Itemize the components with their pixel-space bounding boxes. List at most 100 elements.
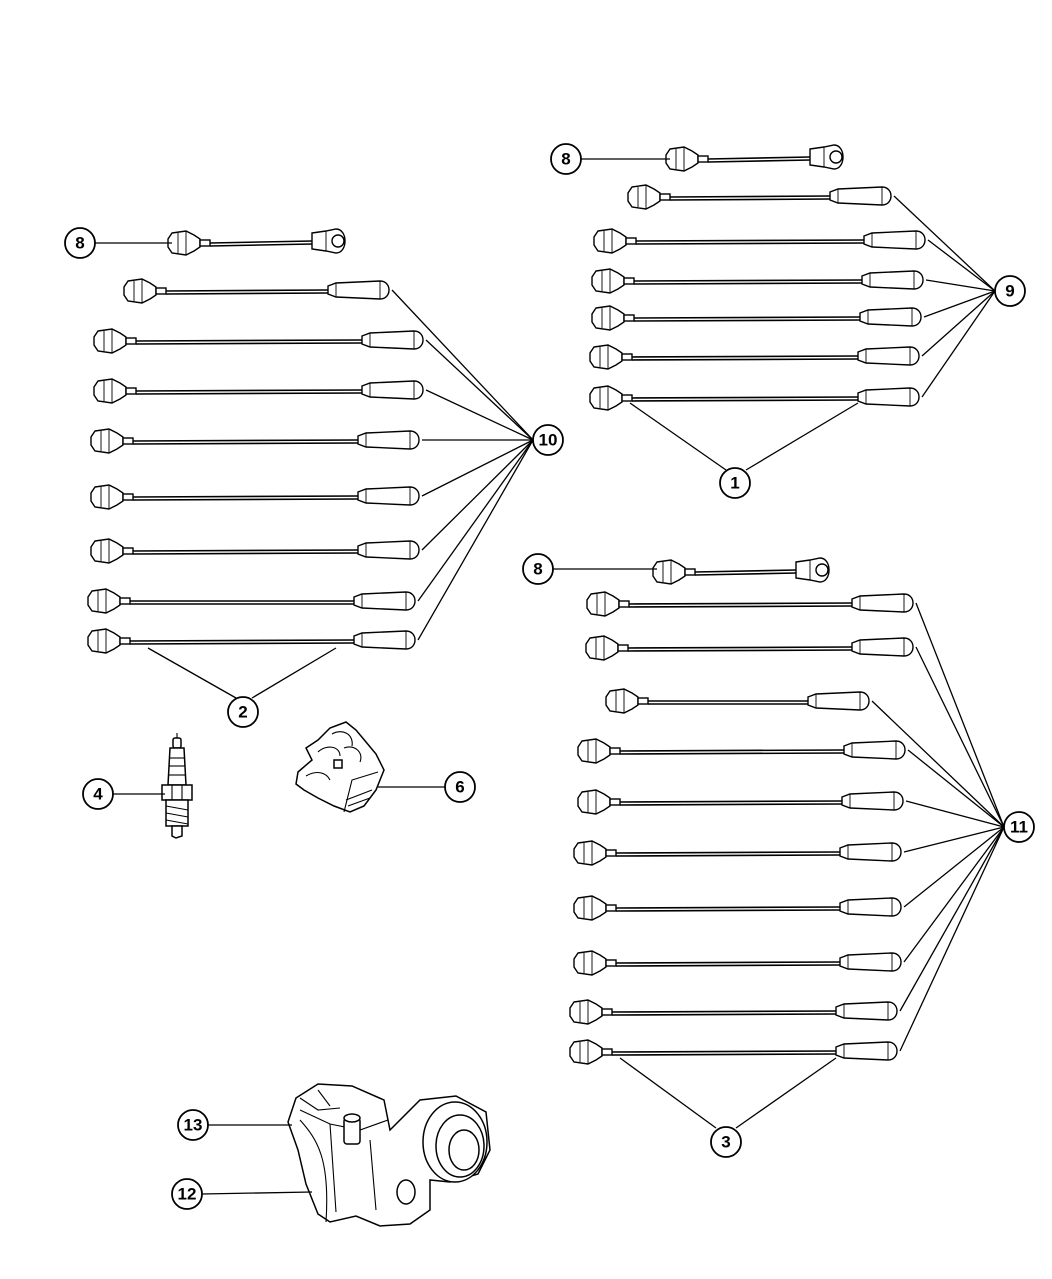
boot-distributor-end	[577, 738, 611, 764]
boot-distributor-end	[586, 591, 620, 617]
spark-plug-wire	[90, 484, 420, 510]
leader-line	[899, 826, 1005, 1012]
leader-line	[417, 439, 534, 641]
leader-line	[907, 749, 1005, 828]
boot-distributor-end	[573, 950, 607, 976]
spark-plug-wire	[573, 840, 902, 866]
callout-1: 1	[719, 467, 751, 499]
spark-plug-wire	[585, 635, 914, 661]
wire-separator-clip-icon	[295, 721, 385, 813]
ignition-coil-icon	[287, 1083, 491, 1227]
spark-plug-wire	[591, 268, 924, 294]
leader-line	[915, 602, 1005, 828]
boot-distributor-end	[87, 628, 121, 654]
boot-distributor-end	[573, 895, 607, 921]
callout-4: 4	[82, 778, 165, 810]
spark-plug-wire	[591, 305, 922, 331]
callout-11: 11	[1003, 811, 1035, 843]
leader-line	[921, 290, 996, 357]
boot-distributor-end	[569, 999, 603, 1025]
callout-10-label: 10	[539, 431, 558, 450]
spark-plug-wire	[90, 538, 420, 564]
callout-1-label: 1	[730, 474, 739, 493]
callout-2-label: 2	[238, 703, 247, 722]
coil-wire	[167, 228, 346, 256]
leader-line	[893, 195, 996, 292]
boot-distributor-end	[569, 1039, 603, 1065]
leader-line	[147, 647, 237, 699]
boot-distributor-end	[90, 428, 124, 454]
boot-distributor-end	[591, 268, 625, 294]
coil-wire	[665, 144, 844, 172]
spark-plug-wire	[605, 688, 870, 714]
leader-line	[735, 1057, 837, 1129]
callout-13-label: 13	[184, 1116, 203, 1135]
callout-8-left: 8	[64, 227, 172, 259]
spark-plug-wire	[589, 344, 920, 370]
spark-plug-wire	[586, 591, 914, 617]
leader-line	[391, 289, 534, 441]
boot-distributor-end	[90, 538, 124, 564]
leader-line	[629, 402, 727, 471]
leader-line	[745, 402, 859, 471]
boot-distributor-end	[90, 484, 124, 510]
callout-8-lower-right: 8	[522, 553, 657, 585]
leader-line	[871, 700, 1005, 828]
callout-8-lower-right-label: 8	[533, 560, 542, 579]
wire-set-left	[87, 228, 424, 654]
spark-plug-wire	[93, 378, 424, 404]
boot-distributor-end	[93, 328, 127, 354]
boot-distributor-end	[589, 344, 623, 370]
leader-line	[425, 389, 534, 441]
callout-9: 9	[994, 275, 1026, 307]
leader-line	[619, 1057, 717, 1129]
leader-line	[923, 290, 996, 318]
spark-plug-wire	[577, 789, 904, 815]
boot-distributor-end	[591, 305, 625, 331]
callout-2: 2	[227, 696, 259, 728]
spark-plug-wire	[87, 628, 416, 654]
spark-plug-wire	[569, 1039, 898, 1065]
leader-line	[421, 439, 534, 551]
spark-plug-wire	[589, 385, 920, 411]
callout-13: 13	[177, 1109, 292, 1141]
callout-10: 10	[532, 424, 564, 456]
leader-line	[903, 826, 1005, 963]
leader-line	[903, 826, 1005, 853]
callout-12-label: 12	[178, 1185, 197, 1204]
boot-distributor-end	[93, 378, 127, 404]
spark-plug-wire	[627, 184, 892, 210]
spark-plug-wire	[573, 895, 902, 921]
spark-plug-wire	[87, 588, 416, 614]
callout-8-left-label: 8	[75, 234, 84, 253]
callout-3-label: 3	[721, 1133, 730, 1152]
boot-distributor-end	[167, 230, 201, 256]
boot-distributor-end	[605, 688, 639, 714]
coil-wire	[652, 557, 830, 585]
leader-line	[251, 647, 337, 699]
boot-distributor-end	[627, 184, 661, 210]
boot-distributor-end	[87, 588, 121, 614]
leader-line	[899, 826, 1005, 1052]
leader-line	[425, 339, 534, 441]
callout-4-label: 4	[93, 785, 103, 804]
leader-line	[421, 439, 534, 497]
callout-8-upper-right: 8	[550, 143, 670, 175]
leader-line	[417, 439, 534, 602]
spark-plug-wire	[123, 278, 390, 304]
callout-9-label: 9	[1005, 282, 1014, 301]
wire-set-upper-right	[589, 144, 926, 411]
spark-plug-wire	[573, 950, 902, 976]
leader-line	[925, 279, 996, 292]
leader-line	[915, 646, 1005, 828]
boot-distributor-end	[123, 278, 157, 304]
callout-3: 3	[710, 1126, 742, 1158]
boot-distributor-end	[585, 635, 619, 661]
callout-11-label: 11	[1010, 818, 1028, 837]
spark-plug-wire	[577, 738, 906, 764]
leader-lines	[147, 195, 1005, 1129]
spark-plug-wire	[93, 328, 424, 354]
callout-8-upper-right-label: 8	[561, 150, 570, 169]
leader-line	[903, 826, 1005, 908]
